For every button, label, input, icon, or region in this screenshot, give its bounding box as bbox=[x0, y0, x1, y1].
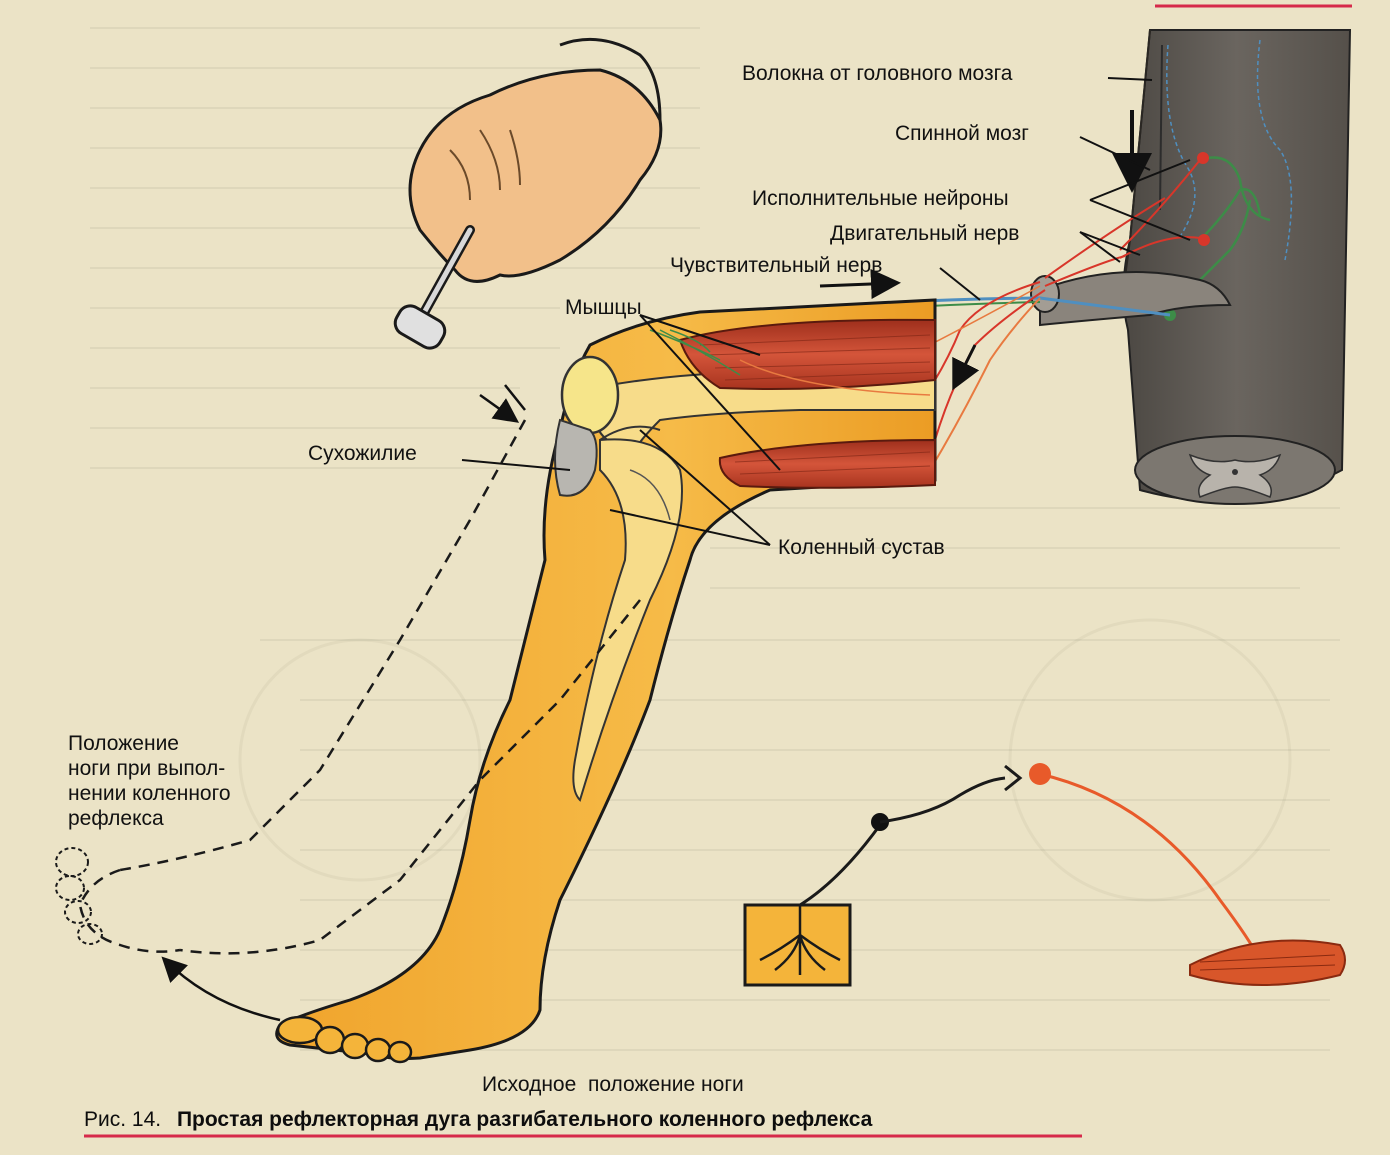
label-sensory-nerve: Чувствительный нерв bbox=[670, 254, 882, 277]
label-initial-leg-position: Исходное положение ноги bbox=[482, 1073, 744, 1096]
figure-caption: Рис. 14. Простая рефлекторная дуга разги… bbox=[84, 1108, 873, 1131]
caption-text: Простая рефлекторная дуга разгибательног… bbox=[177, 1108, 873, 1131]
label-motor-nerve: Двигательный нерв bbox=[830, 222, 1019, 245]
label-tendon: Сухожилие bbox=[308, 442, 417, 465]
kneecap bbox=[562, 357, 618, 433]
caption-prefix: Рис. 14. bbox=[84, 1108, 161, 1131]
executive-neuron-lower bbox=[1198, 234, 1210, 246]
label-muscles: Мышцы bbox=[565, 296, 642, 319]
label-executive-neurons: Исполнительные нейроны bbox=[752, 187, 1009, 210]
label-fibers-from-brain: Волокна от головного мозга bbox=[742, 62, 1013, 85]
label-spinal-cord: Спинной мозг bbox=[895, 122, 1029, 145]
label-knee-joint: Коленный сустав bbox=[778, 536, 945, 559]
executive-neuron-upper bbox=[1197, 152, 1209, 164]
